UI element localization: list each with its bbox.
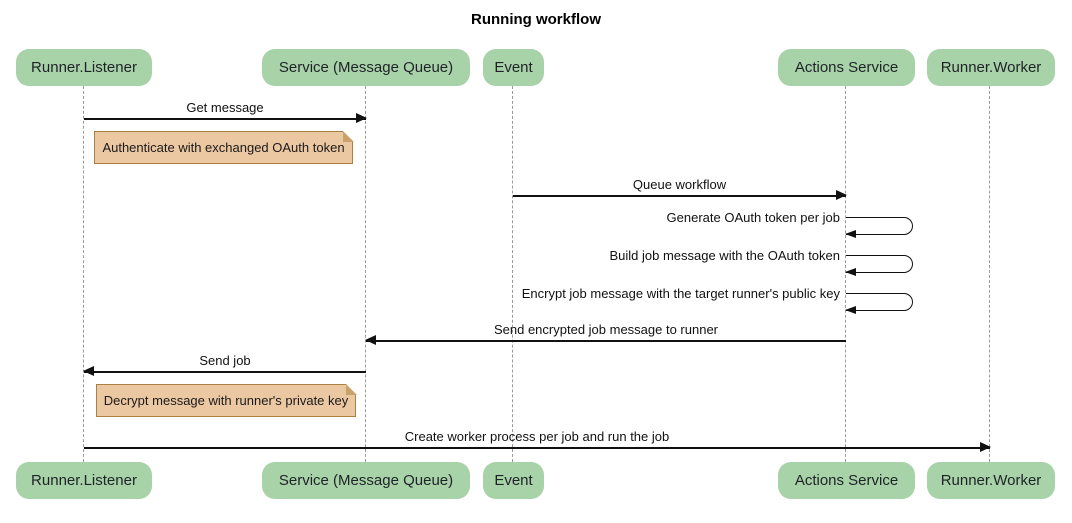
message-send-encrypted-job: Send encrypted job message to runner: [365, 322, 846, 344]
actor-bottom-actions-service: Actions Service: [778, 462, 915, 499]
lifeline-runner-listener: [83, 86, 84, 462]
actor-bottom-event: Event: [483, 462, 544, 499]
actor-bottom-runner-listener: Runner.Listener: [16, 462, 152, 499]
self-message-build-job-message: Build job message with the OAuth token: [609, 248, 913, 276]
arrow-line: [83, 367, 366, 375]
lifeline-event: [512, 86, 513, 462]
message-label: Build job message with the OAuth token: [609, 248, 840, 263]
actor-bottom-runner-worker: Runner.Worker: [927, 462, 1055, 499]
actor-top-event: Event: [483, 49, 544, 86]
message-label: Generate OAuth token per job: [666, 210, 840, 225]
message-label: Send job: [199, 353, 251, 368]
note-decrypt: Decrypt message with runner's private ke…: [96, 383, 357, 417]
message-label: Get message: [186, 100, 264, 115]
actor-bottom-service-mq: Service (Message Queue): [262, 462, 470, 499]
message-get-message: Get message: [84, 100, 367, 122]
lifeline-runner-worker: [989, 86, 990, 462]
diagram-title: Running workflow: [471, 11, 601, 28]
arrow-line: [365, 336, 846, 344]
actor-top-runner-listener: Runner.Listener: [16, 49, 152, 86]
message-label: Queue workflow: [632, 177, 727, 192]
arrow-line: [84, 443, 991, 451]
arrow-line: [513, 191, 847, 199]
actor-top-service-mq: Service (Message Queue): [262, 49, 470, 86]
lifeline-service-mq: [365, 86, 366, 462]
actor-top-actions-service: Actions Service: [778, 49, 915, 86]
message-label: Encrypt job message with the target runn…: [521, 286, 840, 301]
note-label: Authenticate with exchanged OAuth token: [102, 140, 345, 155]
message-label: Send encrypted job message to runner: [493, 322, 719, 337]
note-authenticate: Authenticate with exchanged OAuth token: [94, 130, 354, 164]
actor-top-runner-worker: Runner.Worker: [927, 49, 1055, 86]
self-message-generate-token: Generate OAuth token per job: [667, 210, 913, 238]
self-message-encrypt-job-message: Encrypt job message with the target runn…: [522, 286, 913, 314]
message-queue-workflow: Queue workflow: [513, 177, 847, 199]
message-send-job: Send job: [83, 353, 366, 375]
message-label: Create worker process per job and run th…: [404, 429, 670, 444]
arrow-line: [84, 114, 367, 122]
note-label: Decrypt message with runner's private ke…: [103, 393, 349, 408]
message-create-worker: Create worker process per job and run th…: [84, 429, 991, 451]
